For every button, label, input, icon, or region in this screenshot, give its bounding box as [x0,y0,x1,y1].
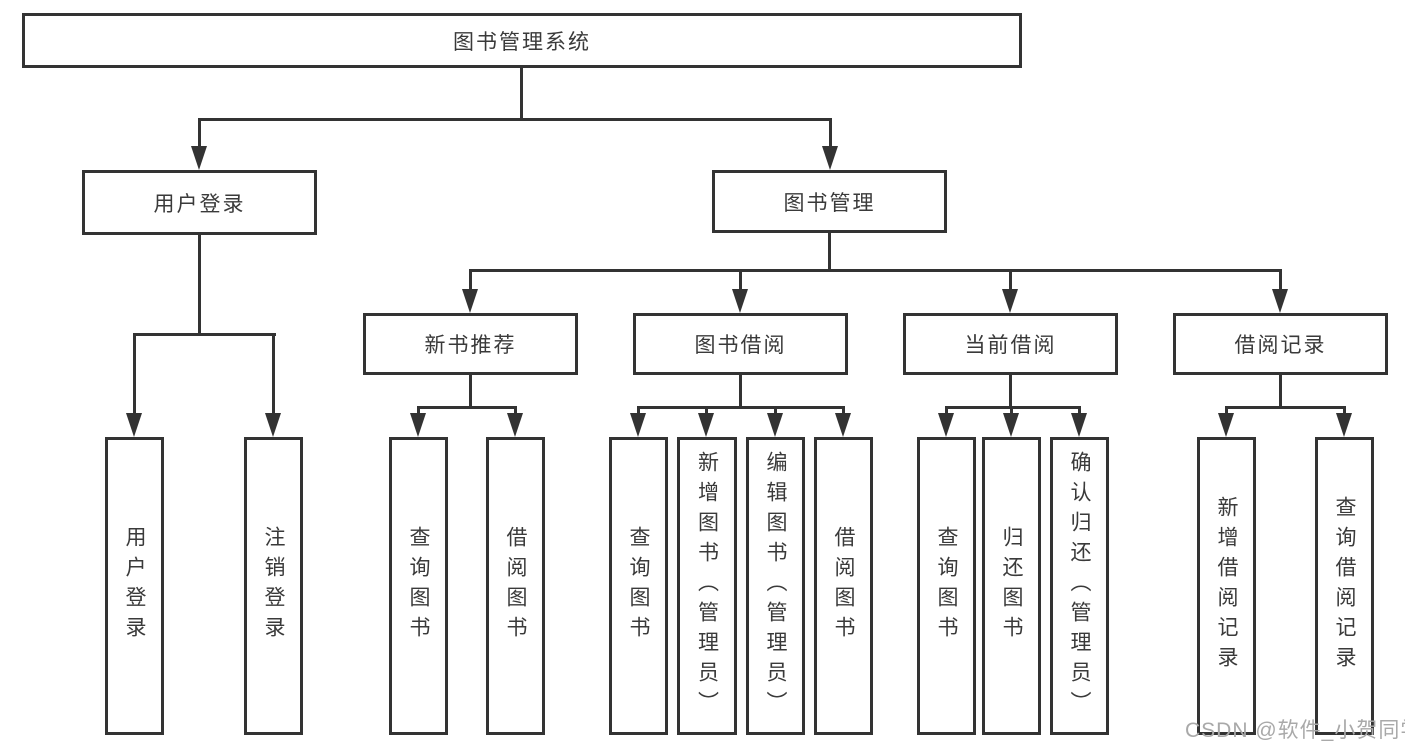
arrowhead-icon [767,413,783,437]
leaf-return-books: 归还图书 [982,437,1041,735]
connector-line [1225,406,1346,409]
connector-line [1010,406,1013,416]
leaf-label: 借阅图书 [832,526,855,646]
connector-line [198,118,201,146]
leaf-label: 查询图书 [627,526,650,646]
arrowhead-icon [1002,289,1018,313]
connector-line [417,406,420,416]
connector-line [520,68,523,121]
connector-line [945,406,1081,409]
leaf-label: 新增借阅记录 [1215,496,1238,676]
arrowhead-icon [835,413,851,437]
leaf-label: 查询借阅记录 [1333,496,1356,676]
arrowhead-icon [507,413,523,437]
connector-line [637,406,640,416]
arrowhead-icon [732,289,748,313]
arrowhead-icon [1336,413,1352,437]
arrowhead-icon [1272,289,1288,313]
arrowhead-icon [462,289,478,313]
connector-line [637,406,845,409]
node-user-login: 用户登录 [82,170,317,235]
connector-line [469,269,1282,272]
connector-line [1279,269,1282,289]
arrowhead-icon [1003,413,1019,437]
leaf-label: 借阅图书 [504,526,527,646]
connector-line [1078,406,1081,416]
leaf-query-books-3: 查询图书 [917,437,976,735]
connector-line [1009,375,1012,409]
arrowhead-icon [698,413,714,437]
connector-line [828,233,831,272]
node-current-borrow: 当前借阅 [903,313,1118,375]
arrowhead-icon [630,413,646,437]
connector-line [774,406,777,416]
connector-line [705,406,708,416]
node-book-borrow: 图书借阅 [633,313,848,375]
connector-line [829,118,832,146]
leaf-label: 归还图书 [1000,526,1023,646]
connector-line [1343,406,1346,416]
connector-line [133,333,276,336]
connector-line [514,406,517,416]
connector-line [842,406,845,416]
watermark: CSDN @软件_小贺同学 [1185,719,1405,742]
node-book-management: 图书管理 [712,170,947,233]
arrowhead-icon [126,413,142,437]
arrowhead-icon [410,413,426,437]
leaf-user-login: 用户登录 [105,437,164,735]
leaf-label: 查询图书 [935,526,958,646]
leaf-borrow-books-2: 借阅图书 [814,437,873,735]
leaf-borrow-books-1: 借阅图书 [486,437,545,735]
node-borrow-records: 借阅记录 [1173,313,1388,375]
arrowhead-icon [938,413,954,437]
leaf-label: 注销登录 [262,526,285,646]
leaf-query-books-2: 查询图书 [609,437,668,735]
leaf-query-books-1: 查询图书 [389,437,448,735]
arrowhead-icon [191,146,207,170]
connector-line [739,375,742,409]
connector-line [469,375,472,409]
leaf-logout: 注销登录 [244,437,303,735]
arrowhead-icon [822,146,838,170]
leaf-label: 查询图书 [407,526,430,646]
connector-line [1279,375,1282,409]
leaf-label: 用户登录 [123,526,146,646]
connector-line [417,406,517,409]
leaf-edit-book-admin: 编辑图书（管理员） [746,437,805,735]
leaf-add-borrow-record: 新增借阅记录 [1197,437,1256,735]
connector-line [133,333,136,413]
arrowhead-icon [1071,413,1087,437]
node-library-system: 图书管理系统 [22,13,1022,68]
connector-line [945,406,948,416]
leaf-add-book-admin: 新增图书（管理员） [677,437,737,735]
connector-line [198,118,832,121]
leaf-label: 编辑图书（管理员） [764,451,787,721]
connector-line [1225,406,1228,416]
connector-line [739,269,742,289]
node-new-book-recommend: 新书推荐 [363,313,578,375]
connector-line [198,235,201,336]
arrowhead-icon [1218,413,1234,437]
connector-line [1009,269,1012,289]
leaf-query-borrow-record: 查询借阅记录 [1315,437,1374,735]
leaf-confirm-return-admin: 确认归还（管理员） [1050,437,1109,735]
arrowhead-icon [265,413,281,437]
connector-line [272,333,275,413]
leaf-label: 确认归还（管理员） [1068,451,1091,721]
connector-line [469,269,472,289]
leaf-label: 新增图书（管理员） [695,451,719,721]
